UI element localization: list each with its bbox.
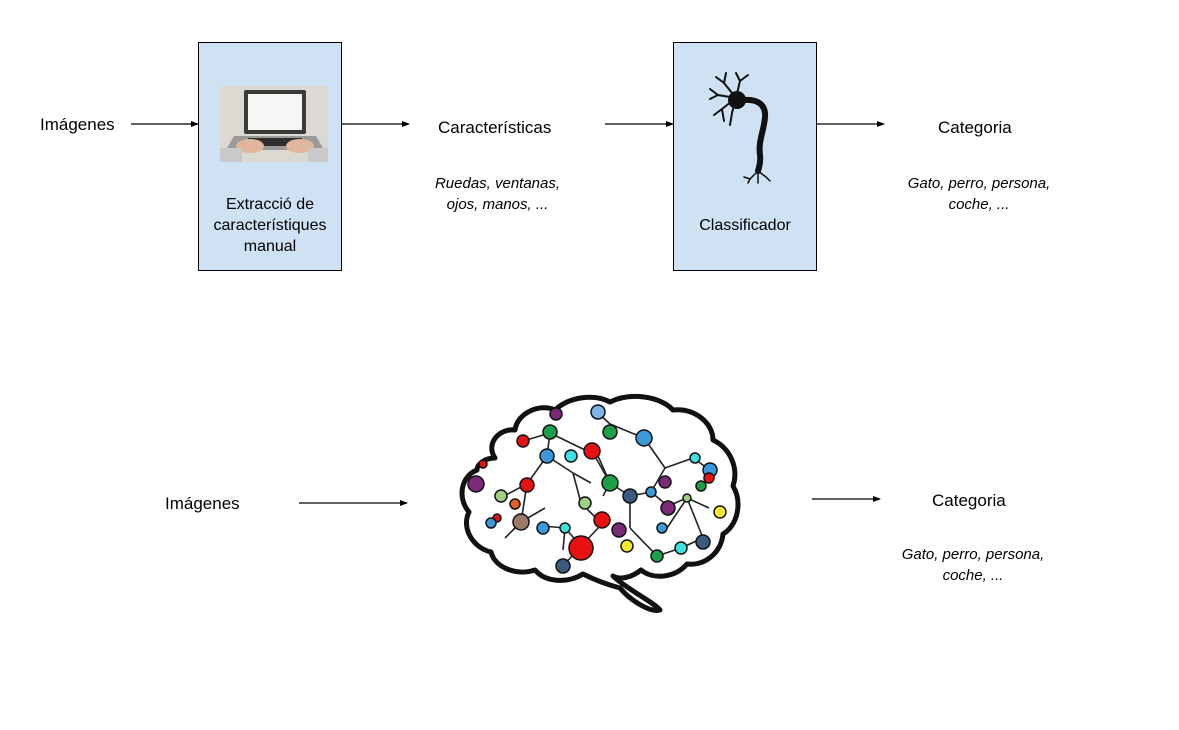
bottom-output-label: Categoria <box>932 491 1006 510</box>
bottom-input-label: Imágenes <box>165 494 240 513</box>
top-output-examples: Gato, perro, persona, coche, ... <box>907 175 1051 213</box>
brain-network-icon <box>459 394 741 613</box>
laptop-typing-photo-icon <box>220 86 328 162</box>
features-examples: Ruedas, ventanas, ojos, manos, ... <box>434 175 561 213</box>
bottom-output-examples: Gato, perro, persona, coche, ... <box>901 546 1045 584</box>
features-label: Características <box>438 118 552 137</box>
extractor-label-line-3: manual <box>243 238 297 255</box>
classifier-label: Classificador <box>699 217 791 234</box>
extractor-label-line-2: característiques <box>213 217 327 234</box>
extractor-label-line-1: Extracció de <box>225 196 315 213</box>
top-input-label: Imágenes <box>40 115 115 134</box>
neuron-icon <box>709 72 771 184</box>
classifier-box: Classificador <box>673 42 817 271</box>
feature-extractor-box: Extracció de característiques manual <box>198 42 342 271</box>
top-output-label: Categoria <box>938 118 1012 137</box>
